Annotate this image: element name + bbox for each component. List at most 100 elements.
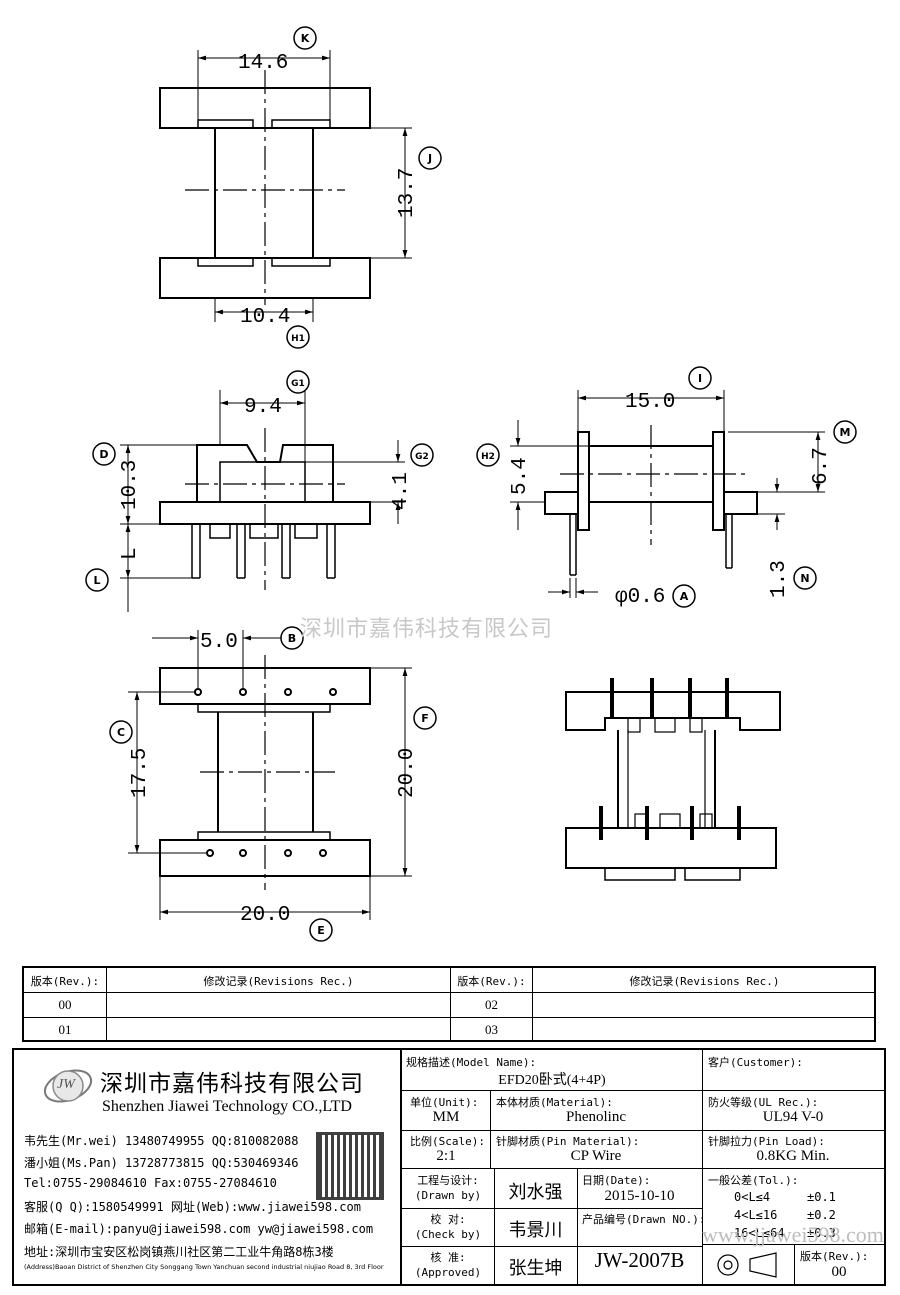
rev-label: 版本(Rev.):	[800, 1250, 869, 1263]
technical-drawing: K J H1 G1 G2 D L I H2 M N A B C F E 14.6…	[85, 26, 857, 942]
ul-label: 防火等级(UL Rec.):	[708, 1096, 819, 1109]
date-value: 2015-10-10	[604, 1188, 675, 1204]
contact-line: Tel:0755-29084610 Fax:0755-27084610	[24, 1176, 277, 1190]
tolerance-range: 0<L≤4	[734, 1190, 771, 1204]
front-view-flange-right	[712, 431, 725, 531]
tolerance-range: 16<L≤64	[734, 1226, 785, 1240]
dim-5-4: 5.4	[509, 457, 532, 495]
marker-H2: H2	[481, 452, 495, 462]
rec-header-right: 修改记录(Revisions Rec.)	[629, 975, 780, 988]
marker-F: F	[421, 712, 429, 725]
unit-value: MM	[432, 1109, 460, 1125]
pin-material-value: CP Wire	[570, 1148, 622, 1164]
contact-line: 韦先生(Mr.wei) 13480749955 QQ:810082088	[24, 1134, 299, 1148]
iso-view-upper	[565, 691, 781, 731]
check-by-value: 韦景川	[508, 1220, 563, 1241]
approved-label: 核 准:	[430, 1251, 466, 1264]
tolerance-value: ±0.1	[807, 1190, 836, 1204]
projection-symbol	[714, 1250, 784, 1280]
approved-label-en: (Approved)	[414, 1266, 482, 1279]
watermark: 深圳市嘉伟科技有限公司	[300, 617, 554, 642]
marker-G2: G2	[415, 452, 429, 462]
marker-I: I	[698, 372, 702, 385]
tolerance-value: ±0.3	[807, 1226, 836, 1240]
marker-D: D	[99, 448, 108, 461]
ul-value: UL94 V-0	[762, 1109, 824, 1125]
drawn-by-label: 工程与设计:	[417, 1174, 479, 1187]
tolerance-range: 4<L≤16	[734, 1208, 778, 1222]
scale-value: 2:1	[436, 1148, 456, 1164]
marker-L: L	[93, 574, 100, 587]
marker-H1: H1	[291, 334, 305, 344]
customer-label: 客户(Customer):	[708, 1056, 803, 1069]
marker-K: K	[301, 32, 310, 45]
rev-row-right: 02	[485, 997, 498, 1012]
marker-G1: G1	[291, 379, 305, 389]
contact-line: 邮箱(E-mail):panyu@jiawei598.com yw@jiawei…	[24, 1222, 374, 1236]
check-by-label: 校 对:	[430, 1213, 466, 1226]
unit-label: 单位(Unit):	[410, 1096, 479, 1109]
marker-J: J	[427, 152, 432, 165]
rev-header-left: 版本(Rev.):	[30, 975, 100, 988]
dim-10-3: 10.3	[119, 460, 142, 510]
web-watermark: www.jjawei598.com	[702, 1222, 884, 1247]
qr-code	[316, 1132, 384, 1200]
drawn-no-value: JW-2007B	[594, 1248, 685, 1272]
dim-20-0-vertical: 20.0	[396, 748, 419, 798]
dim-9-4: 9.4	[244, 396, 282, 419]
check-by-label-en: (Check by)	[414, 1228, 482, 1241]
address-cn: 地址:深圳市宝安区松岗镇燕川社区第二工业牛角路8栋3楼	[24, 1245, 334, 1259]
rev-row-left: 00	[58, 997, 72, 1012]
tolerance-label: 一般公差(Tol.):	[708, 1174, 799, 1187]
company-logo: JW	[42, 1060, 94, 1112]
approved-value: 张生坤	[508, 1258, 563, 1279]
spec-panel: 规格描述(Model Name): EFD20卧式(4+4P) 客户(Custo…	[402, 1050, 884, 1284]
marker-C: C	[117, 726, 125, 739]
address-en: (Address)Baoan District of Shenzhen City…	[24, 1263, 384, 1271]
rev-value: 00	[831, 1264, 847, 1280]
model-value: EFD20卧式(4+4P)	[498, 1073, 606, 1088]
dim-6-7: 6.7	[810, 447, 833, 485]
dim-phi-0-6: φ0.6	[615, 586, 665, 609]
dim-20-0-horizontal: 20.0	[240, 904, 290, 927]
dim-L: L	[119, 547, 142, 560]
front-view-flange-left	[577, 431, 590, 531]
pin-material-label: 针脚材质(Pin Material):	[496, 1135, 640, 1148]
pin-load-label: 针脚拉力(Pin Load):	[708, 1135, 825, 1148]
model-label: 规格描述(Model Name):	[406, 1056, 537, 1069]
company-panel: JW 深圳市嘉伟科技有限公司 Shenzhen Jiawei Technolog…	[14, 1050, 402, 1284]
drawn-by-value: 刘水强	[508, 1182, 563, 1203]
tolerance-value: ±0.2	[807, 1208, 836, 1222]
marker-B: B	[288, 632, 296, 645]
material-value: Phenolinc	[566, 1109, 626, 1125]
company-name-en: Shenzhen Jiawei Technology CO.,LTD	[102, 1098, 352, 1115]
dim-1-3: 1.3	[768, 560, 791, 598]
dim-17-5: 17.5	[129, 748, 152, 798]
logo-text: JW	[57, 1077, 75, 1092]
rev-header-right: 版本(Rev.):	[457, 975, 526, 988]
dim-4-1: 4.1	[390, 472, 413, 510]
dim-10-4: 10.4	[240, 306, 290, 329]
company-name-cn: 深圳市嘉伟科技有限公司	[100, 1071, 364, 1097]
marker-N: N	[800, 572, 809, 585]
scale-label: 比例(Scale):	[410, 1135, 485, 1148]
pin-load-value: 0.8KG Min.	[756, 1148, 830, 1164]
dim-15-0: 15.0	[625, 391, 675, 414]
marker-E: E	[317, 924, 325, 937]
rev-row-left: 01	[58, 1022, 72, 1037]
marker-M: M	[840, 426, 851, 439]
contact-line: 潘小姐(Ms.Pan) 13728773815 QQ:530469346	[24, 1156, 299, 1170]
title-block: JW 深圳市嘉伟科技有限公司 Shenzhen Jiawei Technolog…	[12, 1048, 886, 1286]
contact-line: 客服(Q Q):1580549991 网址(Web):www.jiawei598…	[24, 1200, 361, 1214]
iso-view-lower	[565, 827, 777, 869]
date-label: 日期(Date):	[582, 1174, 651, 1187]
dim-13-7: 13.7	[396, 168, 419, 218]
dim-14-6: 14.6	[238, 52, 288, 75]
marker-A: A	[680, 590, 689, 603]
rev-row-right: 03	[485, 1022, 498, 1037]
drawn-by-label-en: (Drawn by)	[414, 1189, 482, 1202]
drawn-no-label: 产品编号(Drawn NO.):	[582, 1213, 706, 1226]
rec-header-left: 修改记录(Revisions Rec.)	[203, 975, 354, 988]
dim-5-0: 5.0	[200, 631, 238, 654]
